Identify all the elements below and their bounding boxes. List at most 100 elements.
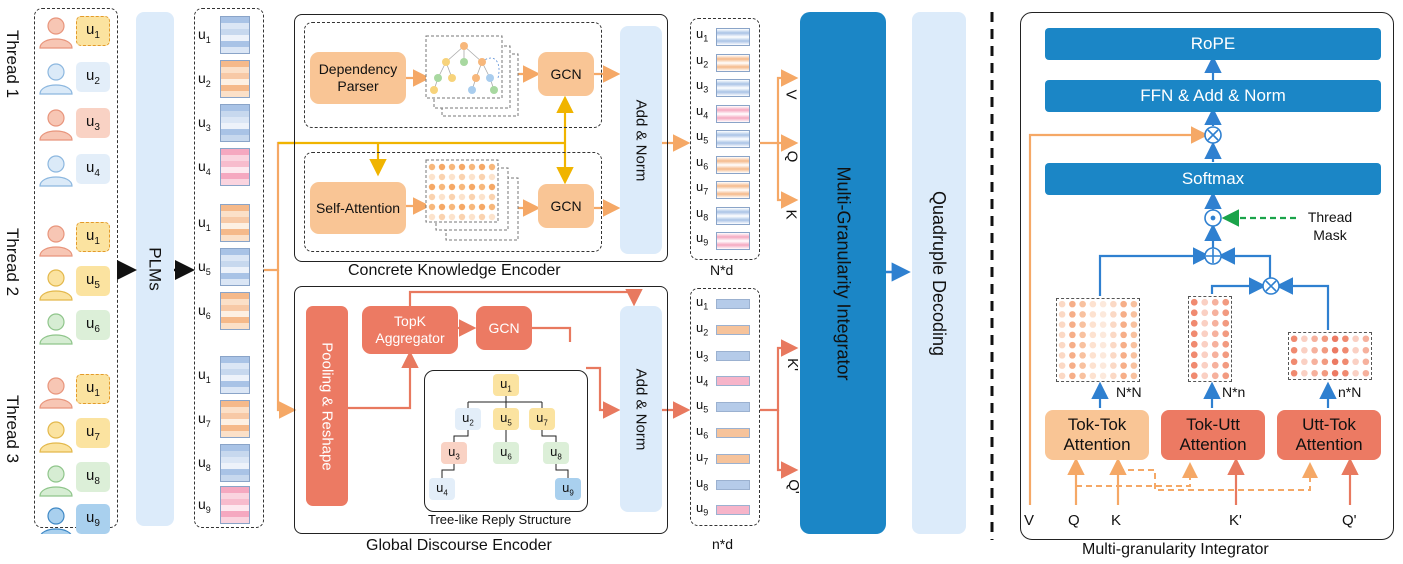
matrix-dot: [478, 163, 486, 171]
heatmap-cell: [1110, 352, 1117, 359]
utt-label: u2: [86, 67, 100, 87]
small-nd-dim-label: n*d: [712, 536, 734, 552]
utt-label: u9: [86, 509, 100, 529]
multiply-icon: [1204, 126, 1222, 144]
utt-label: u6: [86, 315, 100, 335]
tree-node: u8: [543, 442, 569, 464]
heatmap-cell: [1342, 369, 1349, 377]
matrix-dot: [428, 203, 436, 211]
self-attention-sub-box: [304, 152, 602, 252]
heatmap-cell: [1222, 309, 1230, 317]
q-label: Q: [783, 150, 801, 163]
matrix-dot: [448, 163, 456, 171]
attention-matrix-graphic: [425, 159, 519, 241]
heatmap-cell: [1222, 330, 1230, 338]
nd-label: u8: [696, 474, 709, 493]
tree-node: u7: [529, 408, 555, 430]
v-label: V: [782, 89, 800, 100]
heatmap-cell: [1301, 369, 1308, 377]
matrix-dot: [488, 173, 496, 181]
heatmap-cell: [1069, 341, 1076, 349]
nd-label: u3: [696, 345, 709, 364]
matrix-dot: [458, 173, 466, 181]
matrix-dot: [478, 183, 486, 191]
gcn-label: GCN: [550, 197, 582, 214]
matrix-dot: [438, 193, 446, 201]
heatmap-cell: [1089, 321, 1097, 328]
heatmap-cell: [1120, 352, 1127, 359]
tree-node-label: u3: [448, 444, 460, 462]
tree-node: u5: [493, 408, 519, 430]
heatmap-cell: [1321, 369, 1329, 377]
heatmap-cell: [1211, 330, 1219, 338]
nd-vector: [716, 130, 750, 148]
utt-tok-attention-box: Utt-Tok Attention: [1277, 410, 1381, 460]
rope-bar: RoPE: [1045, 28, 1381, 60]
heatmap-cell: [1079, 331, 1086, 339]
embedding-vector: [220, 400, 250, 438]
utt-label: u8: [86, 467, 100, 487]
nd-vector: [716, 79, 750, 97]
nd-label: u2: [696, 319, 709, 338]
heatmap-cell: [1222, 298, 1230, 306]
self-attention-box: Self-Attention: [310, 182, 406, 234]
utterance-box: u3: [76, 108, 110, 138]
tree-node-label: u9: [562, 480, 574, 498]
concrete-encoder-box: [294, 14, 668, 262]
heatmap-cell: [1058, 331, 1066, 339]
heatmap-cell: [1321, 346, 1329, 354]
matrix-dot: [428, 163, 436, 171]
heatmap-cell: [1211, 298, 1219, 306]
utterance-box: u9: [76, 504, 110, 534]
softmax-label: Softmax: [1181, 169, 1245, 188]
heatmap-cell: [1290, 346, 1298, 354]
matrix-dot: [468, 203, 476, 211]
heatmap-cell: [1069, 321, 1076, 328]
heatmap-cell: [1120, 311, 1127, 318]
heatmap-cell: [1110, 321, 1117, 328]
matrix-dot: [458, 203, 466, 211]
nd-vector: [716, 53, 750, 72]
heatmap-cell: [1099, 311, 1107, 318]
plus-icon: [1204, 247, 1222, 265]
heatmap-cell: [1301, 358, 1308, 366]
embedding-label: u4: [198, 158, 211, 177]
heatmap-cell: [1311, 369, 1318, 377]
embedding-vector: [220, 248, 250, 286]
heatmap-cell: [1321, 335, 1329, 343]
heatmap-cell: [1201, 330, 1209, 338]
embedding-vector: [220, 356, 250, 394]
rope-label: RoPE: [1190, 34, 1236, 53]
gcn-global-label: GCN: [488, 319, 520, 336]
gcn-label: GCN: [550, 65, 582, 82]
matrix-dot: [438, 203, 446, 211]
embedding-label: u8: [198, 454, 211, 473]
ffn-label: FFN & Add & Norm: [1140, 86, 1286, 105]
embedding-vector: [220, 104, 250, 142]
gcn-box-bottom: GCN: [538, 184, 594, 228]
heatmap-cell: [1058, 372, 1066, 380]
matrix-dot: [458, 183, 466, 191]
nd-vector-small: [716, 479, 750, 490]
nd-vector: [716, 28, 750, 46]
matrix-dot: [458, 163, 466, 171]
heatmap-cell: [1190, 351, 1198, 359]
heatmap-cell: [1120, 362, 1127, 369]
heatmap-cell: [1331, 358, 1339, 366]
heatmap-cell: [1079, 362, 1086, 369]
dependency-sub-box: [304, 22, 602, 128]
matrix-dot: [448, 183, 456, 191]
embedding-label: u7: [198, 410, 211, 429]
heatmap-cell: [1110, 341, 1117, 349]
matrix-dot: [428, 193, 436, 201]
heatmap-cell: [1311, 346, 1318, 354]
heatmap-cell: [1079, 352, 1086, 359]
heatmap-cell: [1190, 298, 1198, 306]
utterance-box: u5: [76, 266, 110, 296]
user-icons: [39, 17, 73, 534]
heatmap-cell: [1352, 346, 1359, 354]
heatmap-cell: [1069, 362, 1076, 369]
heatmap-cell: [1201, 361, 1209, 369]
matrix-dot: [458, 213, 466, 221]
heatmap-cell: [1130, 362, 1138, 369]
